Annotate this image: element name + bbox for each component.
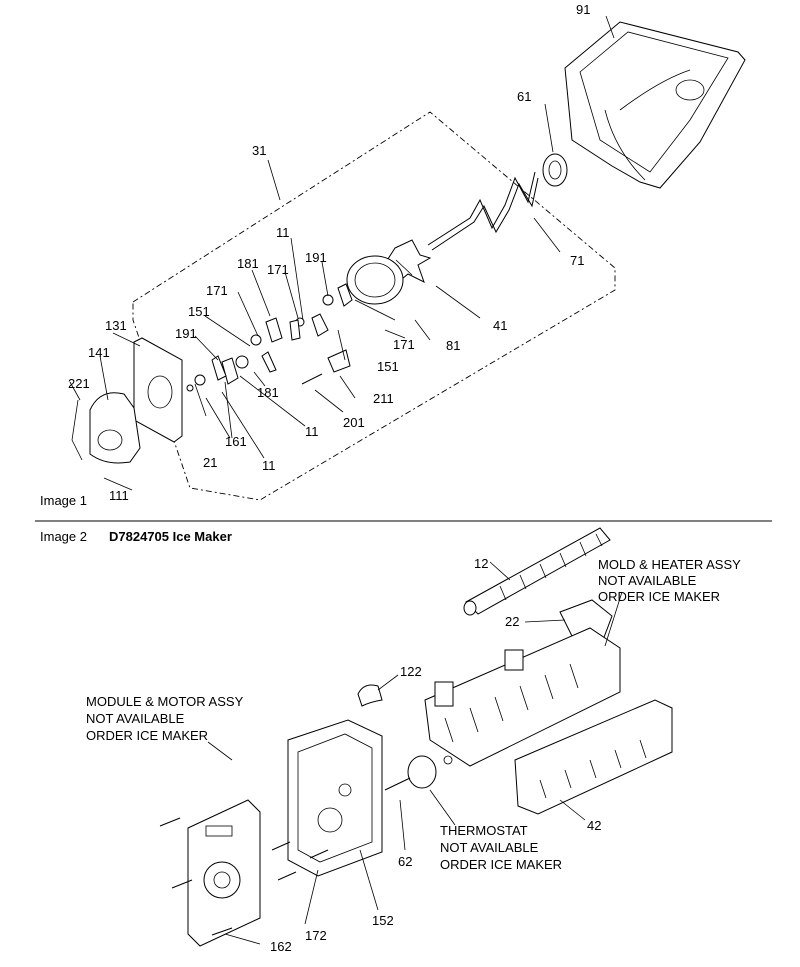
bushing-ring xyxy=(542,153,568,187)
note-line: NOT AVAILABLE xyxy=(86,711,185,726)
callout-label: 171 xyxy=(206,283,228,298)
callout-label: 172 xyxy=(305,928,327,943)
callout-label: 151 xyxy=(377,359,399,374)
callout-label: 61 xyxy=(517,89,531,104)
callout-label: 22 xyxy=(505,614,519,629)
module-housing xyxy=(287,719,383,877)
callout-label: 171 xyxy=(267,262,289,277)
note-line: MOLD & HEATER ASSY xyxy=(598,557,741,572)
image2-title: D7824705 Ice Maker xyxy=(109,529,232,544)
image2-caption: Image 2 xyxy=(40,529,87,544)
note-line: NOT AVAILABLE xyxy=(598,573,697,588)
image2-leaders xyxy=(207,561,623,945)
housing-plate xyxy=(133,337,183,443)
note-line: ORDER ICE MAKER xyxy=(598,589,720,604)
note-line: MODULE & MOTOR ASSY xyxy=(86,694,244,709)
auger xyxy=(427,171,539,251)
image2-callouts: 12 22 122 42 62 152 172 162 xyxy=(270,556,601,954)
callout-label: 162 xyxy=(270,939,292,954)
image1-leaders xyxy=(69,15,615,491)
screws xyxy=(159,817,329,936)
image1-callouts: 91 61 31 71 11 191 181 41 171 131 151 17… xyxy=(68,2,590,503)
callout-label: 131 xyxy=(105,318,127,333)
callout-label: 152 xyxy=(372,913,394,928)
callout-label: 11 xyxy=(262,458,276,473)
cutter-parts xyxy=(186,283,353,392)
callout-label: 191 xyxy=(175,326,197,341)
callout-label: 31 xyxy=(252,143,266,158)
front-cover xyxy=(514,699,673,815)
callout-label: 21 xyxy=(203,455,217,470)
wire-clip xyxy=(357,684,383,707)
motor-module xyxy=(187,799,261,947)
callout-label: 221 xyxy=(68,376,90,391)
callout-label: 161 xyxy=(225,434,247,449)
thermostat-note: THERMOSTAT NOT AVAILABLE ORDER ICE MAKER xyxy=(440,823,562,872)
callout-label: 151 xyxy=(188,304,210,319)
callout-label: 81 xyxy=(446,338,460,353)
callout-label: 11 xyxy=(276,225,290,240)
callout-label: 191 xyxy=(305,250,327,265)
callout-label: 171 xyxy=(393,337,415,352)
auger-drum xyxy=(346,255,413,321)
callout-label: 12 xyxy=(474,556,488,571)
image2-diagram: Image 2 D7824705 Ice Maker xyxy=(40,527,741,954)
callout-label: 42 xyxy=(587,818,601,833)
ejector-blade xyxy=(463,527,611,616)
callout-label: 181 xyxy=(237,256,259,271)
callout-label: 201 xyxy=(343,415,365,430)
callout-label: 62 xyxy=(398,854,412,869)
callout-label: 122 xyxy=(400,664,422,679)
note-line: ORDER ICE MAKER xyxy=(440,857,562,872)
callout-label: 41 xyxy=(493,318,507,333)
motor-housing xyxy=(71,392,141,464)
note-line: ORDER ICE MAKER xyxy=(86,728,208,743)
callout-label: 181 xyxy=(257,385,279,400)
module-note: MODULE & MOTOR ASSY NOT AVAILABLE ORDER … xyxy=(86,694,244,743)
note-line: THERMOSTAT xyxy=(440,823,528,838)
thermostat xyxy=(384,755,453,791)
callout-label: 91 xyxy=(576,2,590,17)
callout-label: 141 xyxy=(88,345,110,360)
callout-label: 111 xyxy=(109,488,129,503)
note-line: NOT AVAILABLE xyxy=(440,840,539,855)
callout-label: 71 xyxy=(570,253,584,268)
callout-label: 211 xyxy=(373,391,394,406)
callout-label: 11 xyxy=(305,424,319,439)
ice-mold xyxy=(424,627,621,767)
image1-caption: Image 1 xyxy=(40,493,87,508)
image1-diagram: 91 61 31 71 11 191 181 41 171 131 151 17… xyxy=(40,2,746,508)
mold-note: MOLD & HEATER ASSY NOT AVAILABLE ORDER I… xyxy=(598,557,741,604)
ice-bucket xyxy=(564,21,746,189)
